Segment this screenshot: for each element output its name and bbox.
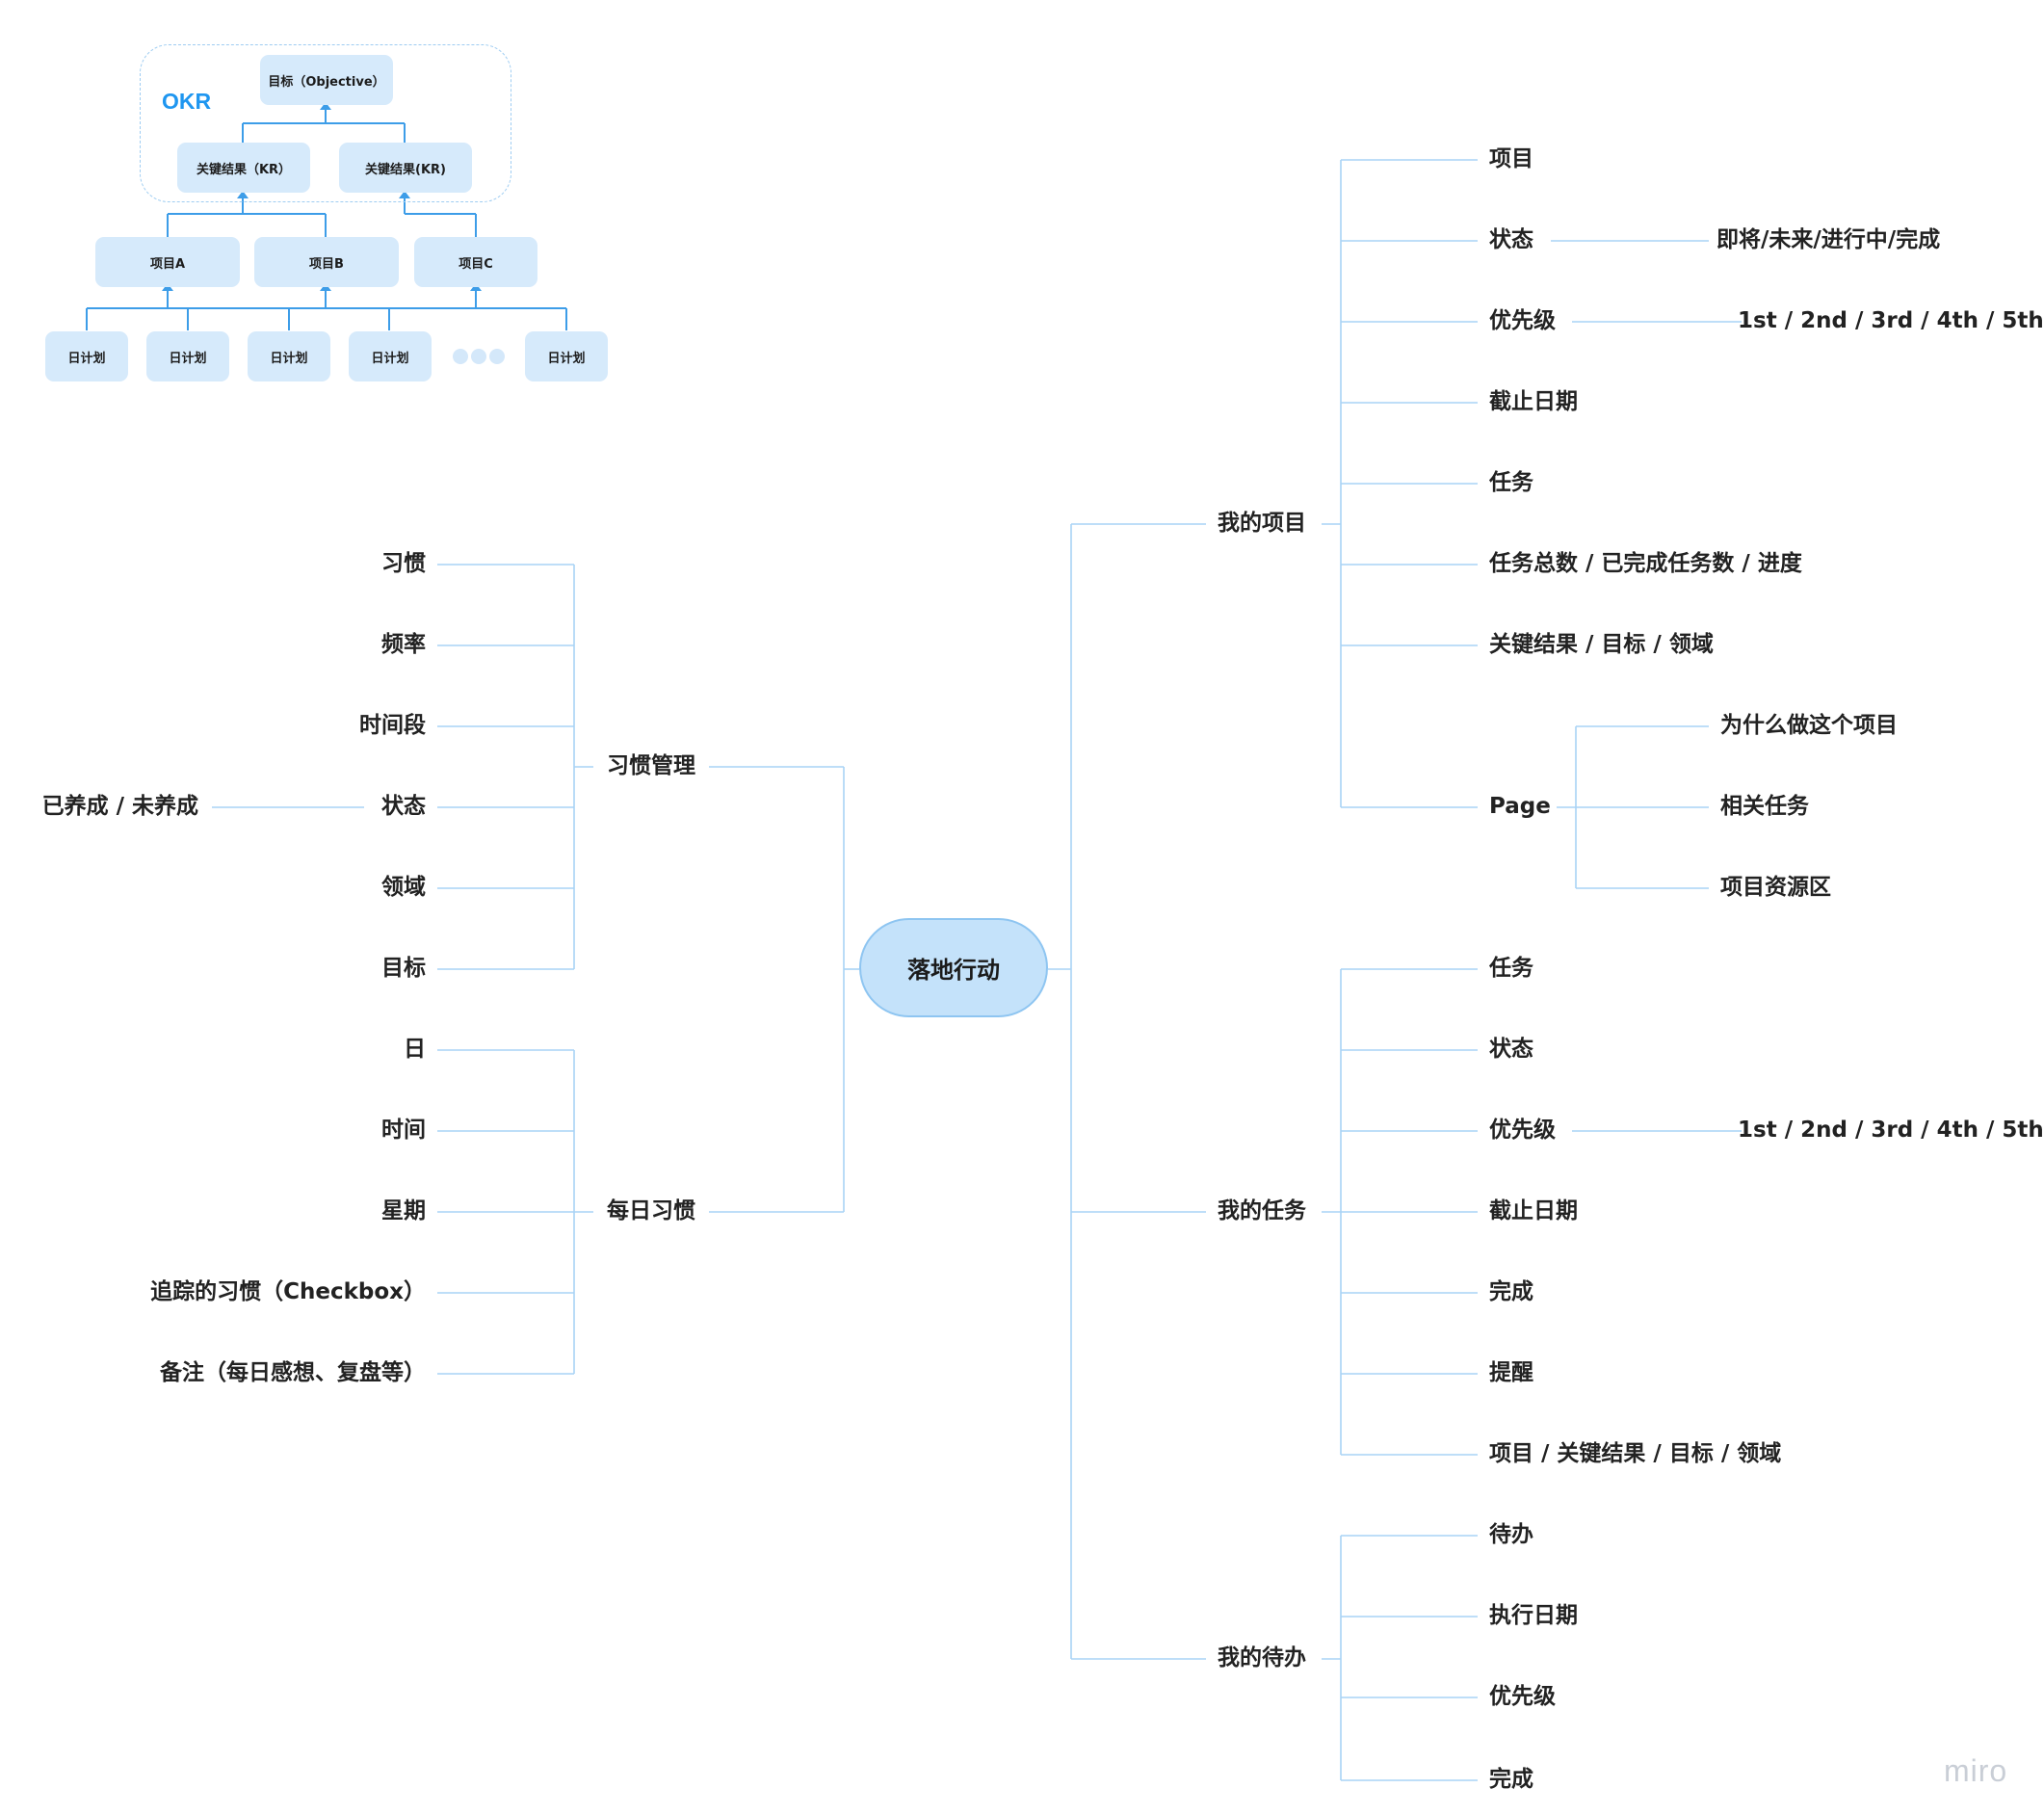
todo-child[interactable]: 完成	[1489, 1767, 1533, 1792]
project-child[interactable]: 任务总数 / 已完成任务数 / 进度	[1489, 551, 1802, 576]
okr-project-box-a[interactable]: 项目A	[95, 237, 240, 287]
ellipsis-dot	[489, 349, 505, 364]
okr-frame	[140, 44, 511, 202]
okr-project-box-b[interactable]: 项目B	[254, 237, 399, 287]
okr-objective-box[interactable]: 目标（Objective）	[260, 55, 393, 105]
project-child[interactable]: 截止日期	[1489, 389, 1578, 414]
project-status-values[interactable]: 即将/未来/进行中/完成	[1716, 227, 1941, 252]
root-node[interactable]: 落地行动	[859, 918, 1048, 1017]
task-child[interactable]: 状态	[1489, 1037, 1533, 1062]
task-child[interactable]: 提醒	[1489, 1360, 1533, 1385]
habit-mgmt-child[interactable]: 领域	[381, 875, 426, 900]
page-child[interactable]: 为什么做这个项目	[1720, 713, 1898, 738]
daily-habit-child[interactable]: 追踪的习惯（Checkbox）	[150, 1279, 426, 1304]
page-child[interactable]: 相关任务	[1720, 794, 1809, 819]
okr-connectors	[86, 108, 567, 330]
okr-arrowheads	[162, 102, 482, 291]
todo-child[interactable]: 待办	[1489, 1522, 1533, 1547]
okr-kr-box-2[interactable]: 关键结果(KR)	[339, 143, 472, 193]
project-child[interactable]: 关键结果 / 目标 / 领域	[1489, 632, 1714, 657]
ellipsis-dot	[471, 349, 486, 364]
task-child[interactable]: 优先级	[1489, 1118, 1556, 1143]
branch-my-tasks[interactable]: 我的任务	[1218, 1198, 1306, 1223]
habit-mgmt-child[interactable]: 习惯	[381, 551, 426, 576]
okr-project-box-c[interactable]: 项目C	[414, 237, 537, 287]
project-child-page[interactable]: Page	[1489, 794, 1551, 819]
okr-daily-plan-box[interactable]: 日计划	[525, 331, 608, 381]
todo-child[interactable]: 执行日期	[1489, 1603, 1578, 1628]
task-child[interactable]: 项目 / 关键结果 / 目标 / 领域	[1489, 1441, 1782, 1466]
habit-mgmt-child[interactable]: 状态	[381, 794, 426, 819]
project-priority-values[interactable]: 1st / 2nd / 3rd / 4th / 5th	[1738, 308, 2044, 333]
branch-habit-management[interactable]: 习惯管理	[607, 753, 695, 778]
ellipsis-dot	[453, 349, 468, 364]
task-child[interactable]: 截止日期	[1489, 1198, 1578, 1223]
branch-my-projects[interactable]: 我的项目	[1218, 511, 1306, 536]
task-priority-values[interactable]: 1st / 2nd / 3rd / 4th / 5th	[1738, 1118, 2044, 1143]
project-child[interactable]: 状态	[1489, 227, 1533, 252]
daily-habit-child[interactable]: 备注（每日感想、复盘等）	[160, 1360, 426, 1385]
task-child[interactable]: 完成	[1489, 1279, 1533, 1304]
habit-status-values[interactable]: 已养成 / 未养成	[41, 794, 198, 819]
okr-daily-plan-box[interactable]: 日计划	[45, 331, 128, 381]
okr-title: OKR	[162, 89, 212, 114]
okr-daily-plan-box[interactable]: 日计划	[248, 331, 330, 381]
miro-watermark: miro	[1944, 1753, 2008, 1788]
habit-mgmt-child[interactable]: 目标	[381, 956, 426, 981]
project-child[interactable]: 任务	[1489, 470, 1533, 495]
project-child[interactable]: 项目	[1489, 146, 1533, 171]
project-child[interactable]: 优先级	[1489, 308, 1556, 333]
task-child[interactable]: 任务	[1489, 956, 1533, 981]
branch-daily-habit[interactable]: 每日习惯	[607, 1198, 695, 1223]
mindmap-connectors	[212, 159, 1742, 1781]
daily-habit-child[interactable]: 日	[404, 1037, 426, 1062]
page-child[interactable]: 项目资源区	[1720, 875, 1831, 900]
okr-daily-plan-box[interactable]: 日计划	[146, 331, 229, 381]
daily-habit-child[interactable]: 星期	[381, 1198, 426, 1223]
daily-habit-child[interactable]: 时间	[381, 1118, 426, 1143]
habit-mgmt-child[interactable]: 时间段	[359, 713, 426, 738]
todo-child[interactable]: 优先级	[1489, 1684, 1556, 1709]
okr-kr-box-1[interactable]: 关键结果（KR）	[177, 143, 310, 193]
okr-daily-plan-box[interactable]: 日计划	[349, 331, 432, 381]
branch-my-todos[interactable]: 我的待办	[1218, 1645, 1306, 1670]
habit-mgmt-child[interactable]: 频率	[381, 632, 426, 657]
